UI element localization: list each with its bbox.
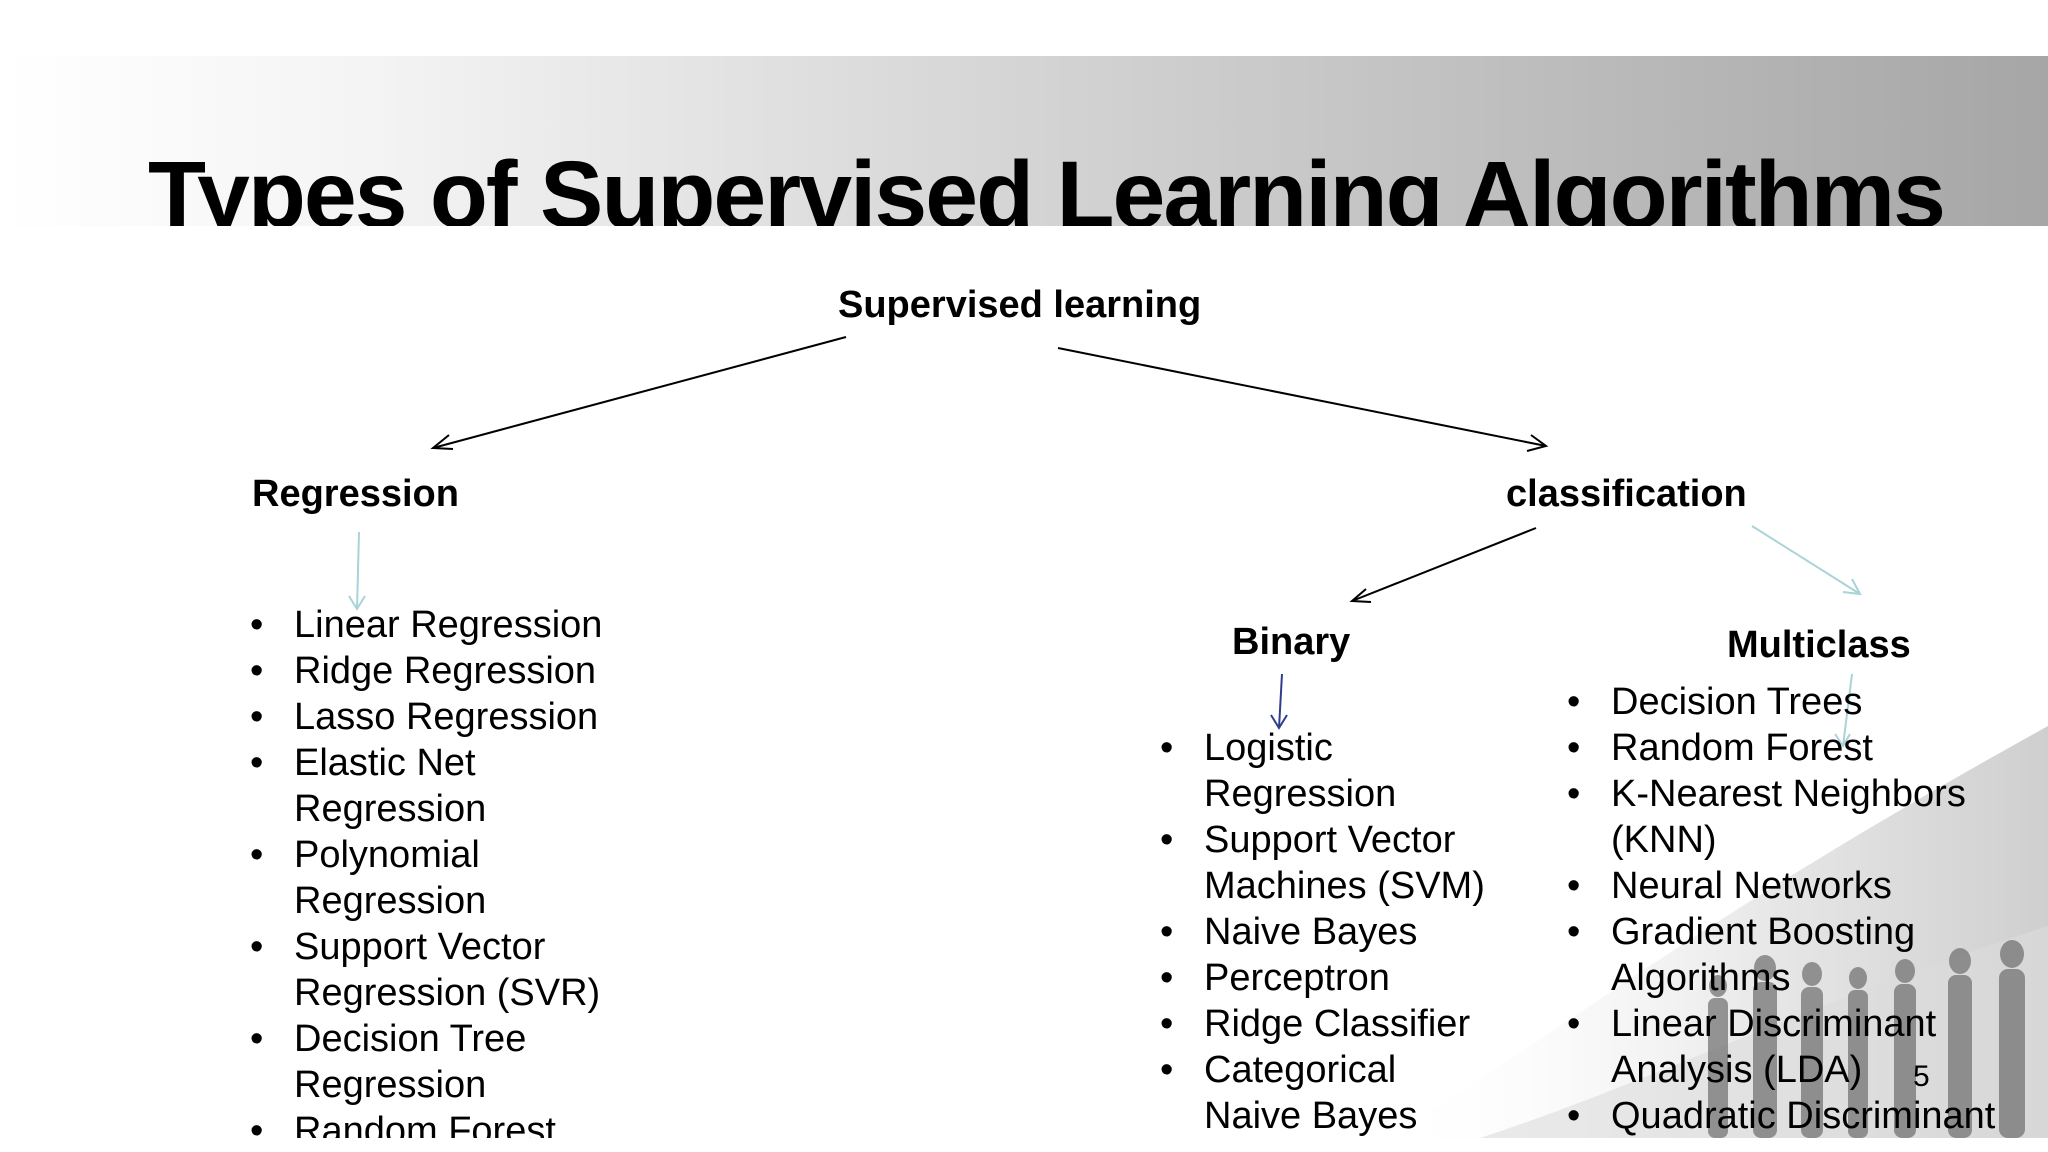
list-item: Neural Networks — [1567, 863, 2007, 909]
list-item: Decision Trees — [1567, 679, 2007, 725]
classification-to-binary-arrow — [1351, 527, 1537, 602]
binary-to-list-arrow — [1278, 673, 1283, 729]
list-item: Logistic Regression — [1160, 725, 1404, 817]
list-item: Support Vector Machines (SVM) — [1160, 817, 1490, 909]
list-item: Quadratic Discriminant — [1567, 1093, 2007, 1138]
bottom-margin — [0, 1138, 2048, 1152]
slide-body: Supervised learning Regression classific… — [0, 226, 2048, 1138]
list-item: Gradient Boosting Algorithms — [1567, 909, 1941, 1001]
multiclass-node-label: Multiclass — [1727, 624, 1911, 666]
list-item: Random Forest — [250, 1108, 690, 1138]
root-to-classification-arrow — [1057, 347, 1547, 447]
list-item: Naive Bayes — [1160, 909, 1490, 955]
page-number: 5 — [1913, 1060, 1930, 1093]
binary-node-label: Binary — [1232, 621, 1351, 663]
regression-to-list-arrow — [356, 531, 360, 610]
list-item: Ridge Classifier — [1160, 1001, 1490, 1047]
regression-algorithm-list: Linear Regression Ridge Regression Lasso… — [250, 602, 690, 1138]
list-item: K-Nearest Neighbors (KNN) — [1567, 771, 1991, 863]
title-banner: Types of Supervised Learning Algorithms — [0, 56, 2048, 243]
list-item: Random Forest — [1567, 725, 2007, 771]
list-item: Support Vector Regression (SVR) — [250, 924, 614, 1016]
list-item: Perceptron — [1160, 955, 1490, 1001]
root-to-regression-arrow — [432, 336, 847, 449]
regression-node-label: Regression — [252, 473, 459, 515]
list-item: Linear Discriminant Analysis (LDA) — [1567, 1001, 1951, 1093]
list-item: Lasso Regression — [250, 694, 690, 740]
list-item: Decision Tree Regression — [250, 1016, 574, 1108]
list-item: Polynomial Regression — [250, 832, 514, 924]
binary-algorithm-list: Logistic Regression Support Vector Machi… — [1160, 725, 1490, 1138]
classification-to-multiclass-arrow — [1751, 525, 1861, 595]
list-item: Linear Regression — [250, 602, 690, 648]
root-node-label: Supervised learning — [838, 284, 1202, 326]
list-item: Categorical Naive Bayes — [1160, 1047, 1490, 1138]
list-item: Elastic Net Regression — [250, 740, 514, 832]
top-margin — [0, 0, 2048, 56]
classification-node-label: classification — [1506, 473, 1747, 515]
list-item: Ridge Regression — [250, 648, 690, 694]
multiclass-algorithm-list: Decision Trees Random Forest K-Nearest N… — [1567, 679, 2007, 1138]
